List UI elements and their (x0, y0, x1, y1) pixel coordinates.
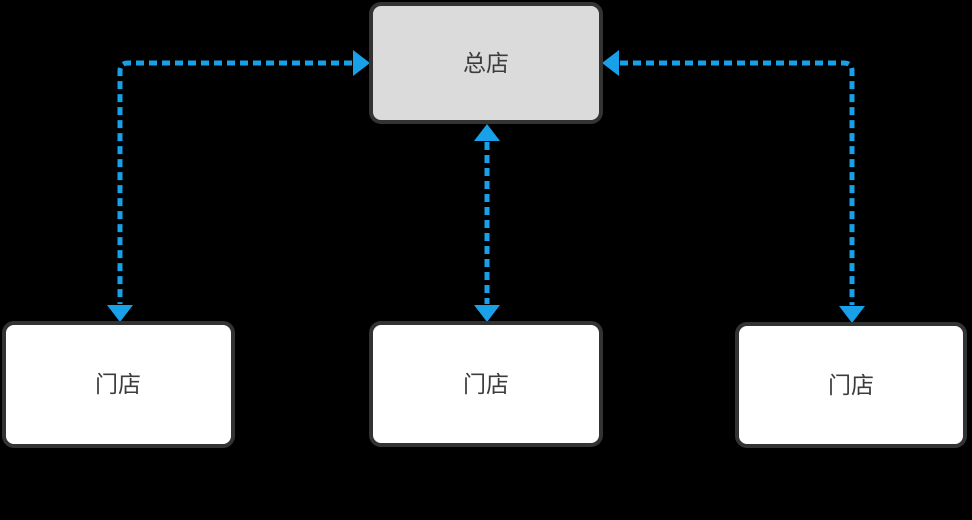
node-store-center-box (369, 321, 603, 447)
edge-hq-store-left (107, 50, 370, 322)
arrowhead-into-hq-left-icon (353, 50, 370, 76)
arrowhead-into-store-center-icon (474, 305, 500, 322)
node-store-right-label: 门店 (828, 372, 874, 398)
node-store-center: 门店 (369, 321, 603, 447)
node-hq: 总店 (369, 2, 603, 124)
node-store-left-label: 门店 (95, 371, 141, 397)
node-hq-box (369, 2, 603, 124)
node-store-center-label: 门店 (463, 371, 509, 397)
arrowhead-into-hq-bottom-icon (474, 124, 500, 141)
node-store-left-box (2, 321, 235, 448)
node-hq-label: 总店 (463, 50, 509, 76)
arrowhead-into-hq-right-icon (602, 50, 619, 76)
node-store-right: 门店 (735, 322, 967, 448)
node-store-left: 门店 (2, 321, 235, 448)
edge-line-right (620, 60, 855, 305)
node-store-right-box (735, 322, 967, 448)
edge-hq-store-center (474, 124, 500, 322)
arrowhead-into-store-right-icon (839, 306, 865, 323)
arrowhead-into-store-left-icon (107, 305, 133, 322)
edge-hq-store-right (602, 50, 865, 323)
edge-line-left (117, 60, 352, 304)
